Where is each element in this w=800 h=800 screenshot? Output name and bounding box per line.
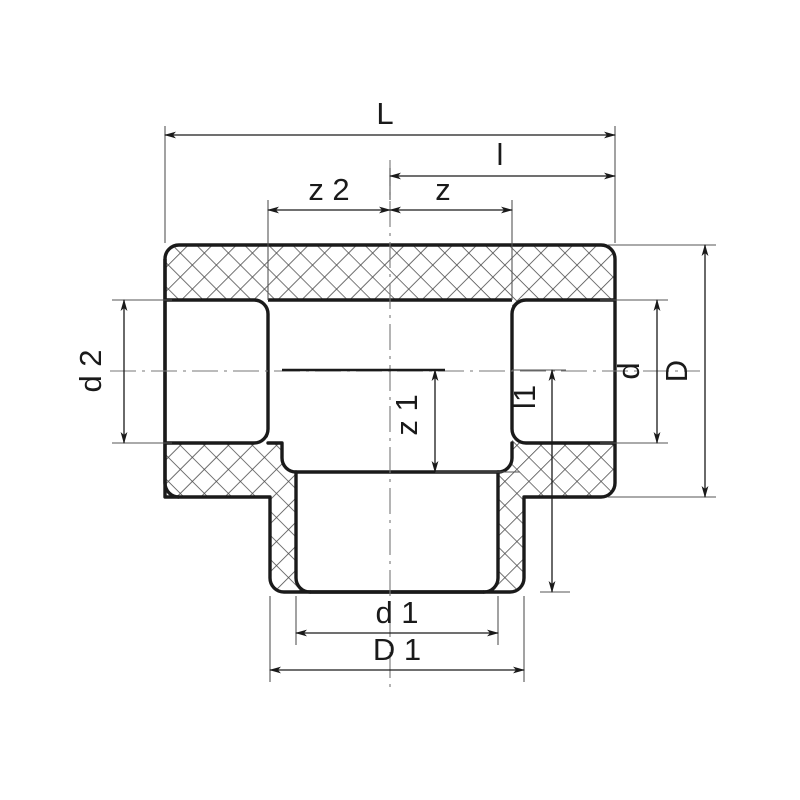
left-bottom-fillet bbox=[163, 482, 180, 499]
label-d1: d 1 bbox=[375, 595, 418, 630]
extension-lines bbox=[112, 126, 716, 682]
label-d: d bbox=[611, 362, 646, 379]
label-l: l bbox=[497, 137, 504, 172]
label-L: L bbox=[376, 96, 393, 131]
branch-bore-right-line bbox=[482, 470, 500, 594]
dimension-lines bbox=[120, 131, 709, 674]
dimension-labels: L l z 2 z d 2 d D z 1 l1 d 1 D 1 bbox=[73, 96, 694, 667]
label-d2: d 2 bbox=[73, 349, 108, 392]
label-z2: z 2 bbox=[308, 172, 349, 207]
label-l1: l1 bbox=[507, 385, 542, 409]
label-z1: z 1 bbox=[389, 394, 424, 435]
label-D1: D 1 bbox=[373, 632, 421, 667]
branch-bore-left-line bbox=[294, 470, 312, 594]
body-outer-outline bbox=[163, 243, 617, 594]
label-z: z bbox=[435, 172, 451, 207]
label-D: D bbox=[659, 360, 694, 382]
center-and-branch-bore bbox=[268, 300, 512, 592]
